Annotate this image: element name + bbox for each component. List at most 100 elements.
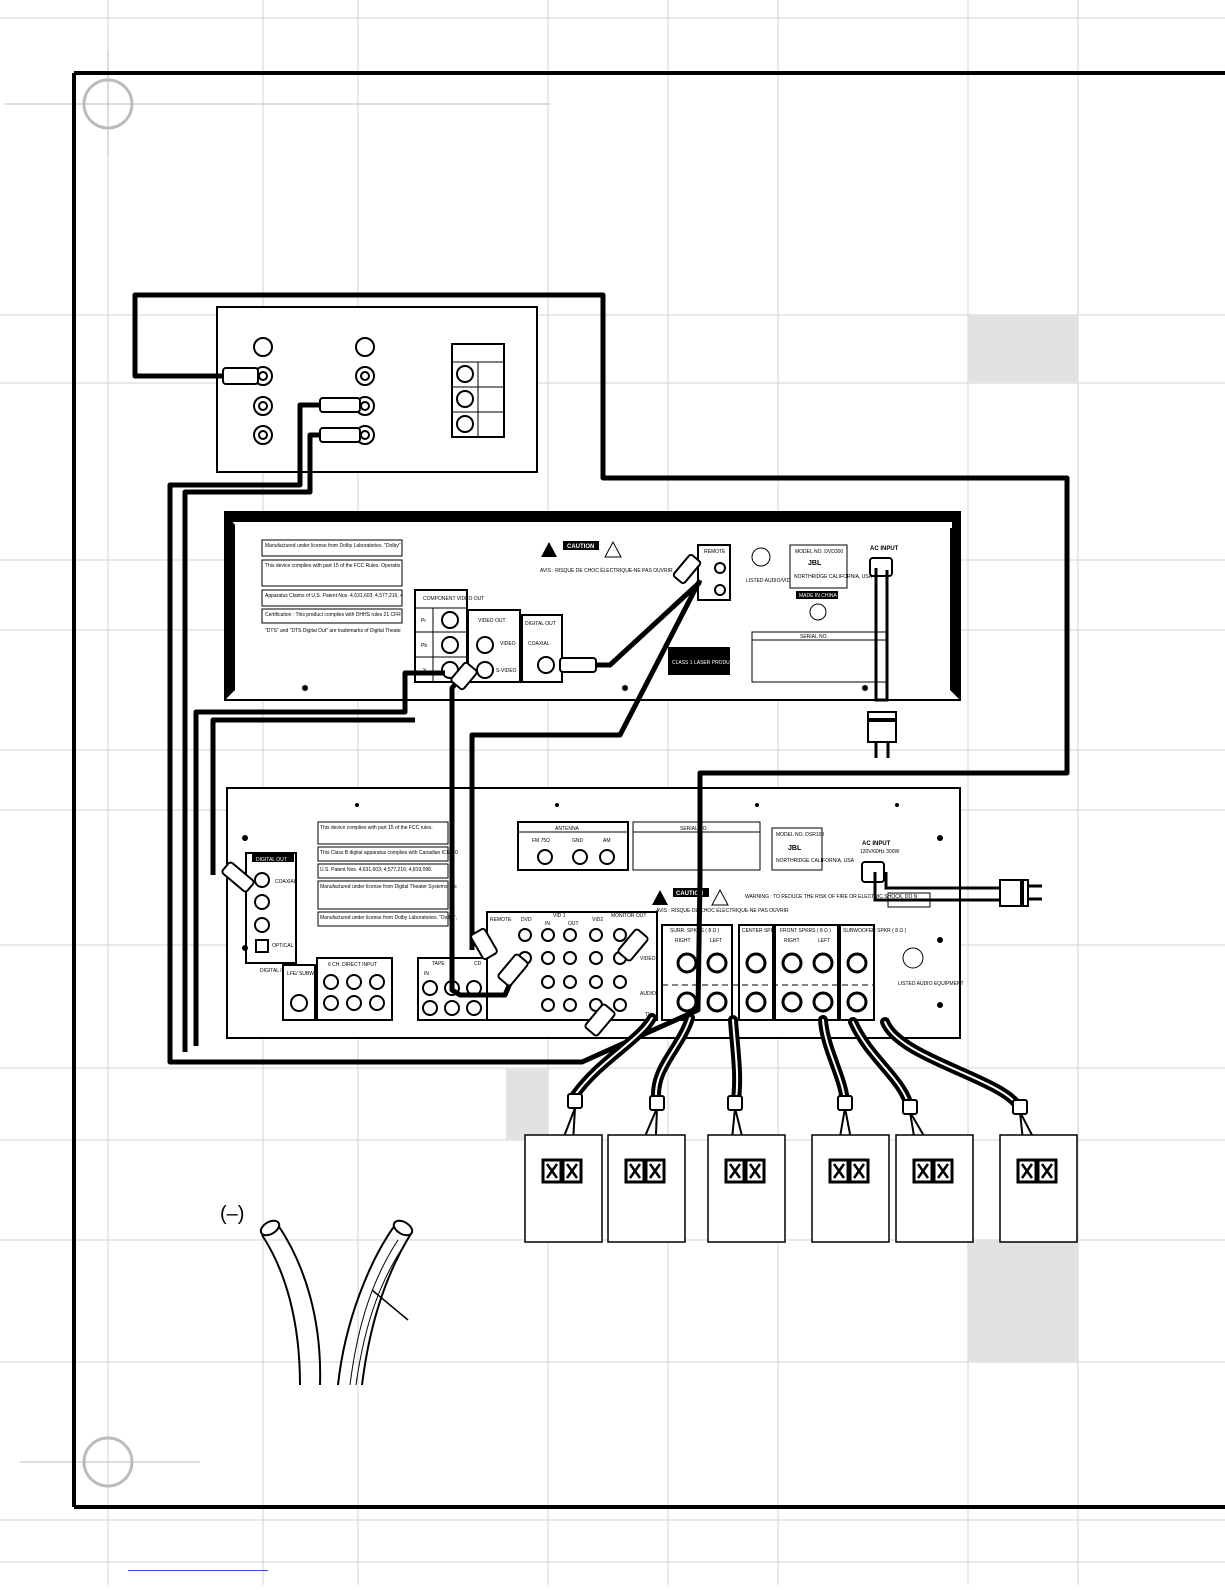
shaded-blocks: [506, 315, 1078, 1362]
speaker-box: [707, 1134, 786, 1243]
receiver-6ch-label: 6 CH. DIRECT INPUT: [328, 962, 377, 968]
dvd-ul-mark: LISTED AUDIO/VIDEO EQUIPMENT: [746, 547, 829, 584]
receiver-ac-input-label: AC INPUT: [862, 841, 891, 847]
footer-link-underline: [128, 1570, 268, 1571]
receiver-ul-mark: LISTED AUDIO EQUIPMENT: [898, 947, 964, 987]
dvd-video-label: VIDEO: [500, 641, 516, 647]
dvd-port-pr: Pr: [421, 618, 426, 624]
speaker-box: [811, 1134, 890, 1243]
dvd-component-label: COMPONENT VIDEO OUT: [423, 596, 484, 602]
receiver-digital-section: DIGITAL OUT COAXIAL OPTICAL DIGITAL IN: [245, 852, 297, 974]
receiver-surr-label: SURR. SPKRS ( 8 Ω ): [670, 928, 720, 934]
receiver-video-label: VIDEO: [640, 956, 656, 962]
receiver-legal-block: This device complies with part 15 of the…: [317, 821, 458, 927]
receiver-warning: WARNING : TO REDUCE THE RISK OF FIRE OR …: [745, 894, 918, 900]
wire-sleeves: [567, 1093, 1028, 1115]
wire-polarity-illustration: (–): [220, 1203, 414, 1386]
dvd-caution-label: CAUTION AVIS : RISQUE DE CHOC ÉLECTRIQUE…: [540, 540, 673, 574]
dvd-video-out-label: VIDEO OUT: [478, 618, 506, 624]
receiver-digital-out-label: DIGITAL OUT: [256, 857, 287, 863]
speaker-box: [999, 1134, 1078, 1243]
receiver-model-box: MODEL NO. DSR100 JBL NORTHRIDGE CALIFORN…: [771, 827, 855, 871]
receiver-vid1-out: OUT: [568, 921, 579, 927]
dvd-player-panel: Manufactured under license from Dolby La…: [224, 511, 961, 701]
dvd-coaxial-label: COAXIAL: [528, 641, 550, 647]
antenna-fm: FM 75Ω: [532, 838, 550, 844]
dvd-legal-4: Certification : This product complies wi…: [265, 612, 401, 618]
receiver-center-label: CENTER SPKR ( 8 Ω ): [742, 928, 793, 934]
receiver-coaxial-label: COAXIAL: [275, 879, 297, 885]
receiver-caution-fr: AVIS : RISQUE DE CHOC ÉLECTRIQUE-NE PAS …: [656, 907, 789, 914]
receiver-serial-label: SERIAL NO.: [680, 826, 708, 832]
dvd-screws: [302, 685, 868, 691]
receiver-lfe: LFE/ SUBWOOFER: [282, 964, 332, 1021]
dvd-brand: JBL: [808, 560, 822, 567]
receiver-tape-in-label: IN: [424, 971, 429, 977]
tv-component-jacks: [451, 343, 505, 438]
dvd-digital-out-label: DIGITAL OUT: [525, 621, 556, 627]
receiver-digital-in-label: DIGITAL IN: [260, 968, 286, 974]
receiver-legal-2: This Class B digital apparatus complies …: [320, 850, 458, 856]
dvd-remote-jack: REMOTE: [697, 544, 731, 601]
dvd-legal-block: Manufactured under license from Dolby La…: [261, 539, 403, 634]
receiver-legal-4: Manufactured under license from Digital …: [320, 884, 457, 890]
dvd-model-no: MODEL NO. DVD300: [795, 549, 843, 555]
receiver-caution-label: CAUTION AVIS : RISQUE DE CHOC ÉLECTRIQUE…: [652, 888, 789, 914]
dvd-legal-2: This device complies with part 15 of the…: [265, 563, 401, 569]
receiver-speaker-terminals: SURR. SPKRS ( 8 Ω ) RIGHT LEFT CENTER SP…: [661, 924, 907, 1021]
receiver-antenna-label: ANTENNA: [555, 826, 580, 832]
page-border: [72, 71, 1225, 1509]
receiver-tape-label: TAPE: [432, 961, 445, 967]
receiver-antenna: ANTENNA FM 75Ω GND AM: [517, 821, 629, 871]
tv-panel: [216, 306, 538, 473]
antenna-gnd: GND: [572, 838, 584, 844]
polarity-negative-label: (–): [220, 1203, 244, 1225]
dvd-port-pb: Pb: [421, 643, 427, 649]
dvd-serial-box: SERIAL NO.: [751, 631, 888, 683]
dvd-legal-5: "DTS" and "DTS Digital Out" are trademar…: [265, 628, 401, 634]
receiver-listed-label: LISTED AUDIO EQUIPMENT: [898, 981, 964, 987]
receiver-video-jacks: [518, 928, 627, 1012]
receiver-lfe-label: LFE/ SUBWOOFER: [287, 971, 332, 977]
tv-s-video-jack: [253, 337, 375, 357]
receiver-audio-label: AUDIO: [640, 991, 656, 997]
receiver-subwoofer-label: SUBWOOFER SPKR ( 8 Ω ): [843, 928, 907, 934]
receiver-model-no: MODEL NO. DSR100: [776, 832, 824, 838]
receiver-surr-left: LEFT: [710, 938, 722, 944]
dvd-remote-label: REMOTE: [704, 549, 726, 555]
receiver-legal-5: Manufactured under license from Dolby La…: [320, 915, 457, 921]
dvd-made-in: MADE IN CHINA: [799, 593, 837, 599]
receiver-remote-label: REMOTE: [490, 917, 512, 923]
receiver-optical-label: OPTICAL: [272, 943, 294, 949]
dvd-serial-label: SERIAL NO.: [800, 634, 828, 640]
registration-marks: [5, 50, 550, 1488]
dvd-power-cord: [867, 568, 897, 758]
dvd-listed-label: LISTED AUDIO/VIDEO EQUIPMENT: [746, 578, 829, 584]
speaker-box: [895, 1134, 974, 1243]
plugs: [221, 367, 702, 1037]
receiver-brand: JBL: [788, 845, 802, 852]
receiver-legal-3: U.S. Patent Nos. 4,631,603; 4,577,216; 4…: [320, 867, 432, 873]
receiver-6ch-input: 6 CH. DIRECT INPUT: [316, 957, 393, 1021]
dvd-brand-sub: NORTHRIDGE CALIFORNIA, USA: [794, 574, 873, 580]
receiver-vid2-label: VID2: [592, 917, 603, 923]
receiver-vid1-label: VID 1: [553, 913, 566, 919]
dvd-digital-out: DIGITAL OUT COAXIAL: [521, 614, 563, 683]
dvd-caution-fr: AVIS : RISQUE DE CHOC ÉLECTRIQUE-NE PAS …: [540, 567, 673, 574]
receiver-power-cord: [873, 872, 1042, 907]
receiver-monitor-out-label: MONITOR OUT: [611, 913, 646, 919]
receiver-serial-box: SERIAL NO.: [632, 821, 761, 871]
dvd-component-video-out: COMPONENT VIDEO OUT Pr Pb Y: [414, 589, 484, 683]
dvd-caution-text: CAUTION: [567, 544, 594, 550]
speaker-box: [524, 1134, 603, 1243]
dvd-laser-label: CLASS 1 LASER PRODUCT: [668, 647, 736, 675]
receiver-brand-sub: NORTHRIDGE CALIFORNIA, USA: [776, 858, 855, 864]
receiver-surr-right: RIGHT: [675, 938, 691, 944]
antenna-am: AM: [603, 838, 611, 844]
receiver-ac-input-sub: 120V/60Hz 300W: [860, 849, 899, 855]
receiver-vid1-in: IN: [545, 921, 550, 927]
receiver-dvd-label: DVD: [521, 917, 532, 923]
dvd-model-box: MODEL NO. DVD300 JBL NORTHRIDGE CALIFORN…: [789, 544, 873, 621]
